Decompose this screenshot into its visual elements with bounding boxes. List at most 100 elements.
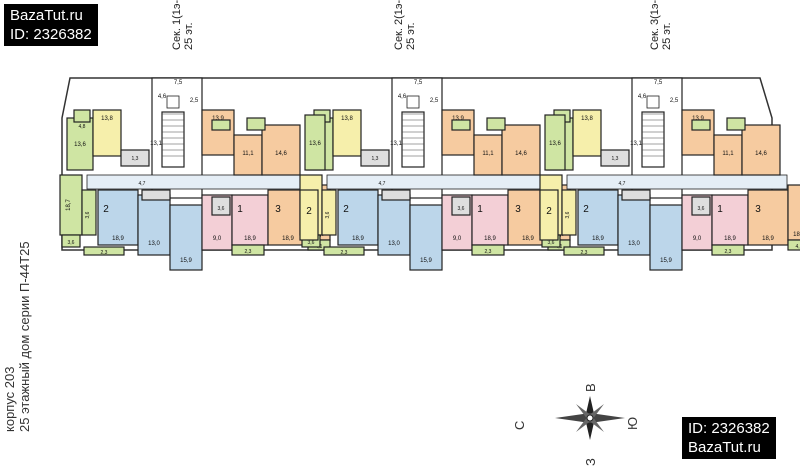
area-label: 13,8 [101, 116, 113, 122]
room [649, 204, 683, 271]
balcony [787, 239, 800, 251]
area-label: 18,9 [244, 236, 256, 242]
area-label: 18,9 [282, 236, 294, 242]
area-label: 13,0 [388, 241, 400, 247]
area-label: 2,3 [485, 249, 492, 255]
apartment-type-label: 2 [343, 204, 349, 215]
apartment-type-label: 2 [546, 206, 552, 217]
room [304, 114, 326, 171]
area-label: 15,9 [180, 258, 192, 264]
balcony [711, 244, 745, 256]
area-label: 3,6 [308, 240, 315, 246]
room [137, 194, 171, 256]
bathroom [360, 149, 390, 167]
area-label: 13,9 [692, 116, 704, 122]
room [572, 109, 602, 157]
bathroom [141, 189, 171, 201]
room [97, 189, 139, 246]
corridor [566, 174, 788, 190]
area-label: 13,0 [148, 241, 160, 247]
area-label: 18,9 [352, 236, 364, 242]
area-label: 11,1 [482, 151, 494, 157]
balcony [563, 246, 605, 256]
room [321, 189, 337, 236]
area-label: 4,6 [398, 94, 407, 100]
apartment-type-label: 3 [515, 204, 521, 215]
room [501, 124, 541, 176]
area-label: 18,9 [724, 236, 736, 242]
room [261, 124, 301, 176]
apartment-type-label: 1 [717, 204, 723, 215]
compass-south-label: Ю [625, 416, 640, 430]
area-label: 2,3 [101, 250, 108, 256]
balcony [323, 246, 365, 256]
area-label: 3,6 [548, 240, 555, 246]
area-label: 14,6 [515, 151, 527, 157]
balcony [61, 234, 81, 248]
room [299, 189, 319, 241]
area-label: 13,6 [74, 142, 86, 148]
corridor [326, 174, 548, 190]
watermark-bottom: ID: 2326382 BazaTut.ru [682, 417, 776, 459]
balcony [231, 244, 265, 256]
area-label: 15,9 [660, 258, 672, 264]
room [617, 194, 651, 256]
area-label: 4,7 [139, 181, 146, 187]
bathroom [451, 196, 471, 216]
balcony [211, 119, 231, 131]
watermark-site: BazaTut.ru [10, 7, 83, 24]
balcony [83, 246, 125, 256]
area-label: 13,1 [630, 141, 642, 147]
elevator-cabin [406, 95, 420, 109]
bathroom [600, 149, 630, 167]
area-label: 3,6 [325, 211, 331, 218]
watermark-id: ID: 2326382 [688, 420, 770, 437]
building-caption: корпус 203 25 этажный дом серии П-44Т25 [2, 241, 32, 432]
apartment-type-label: 1 [477, 204, 483, 215]
area-label: 18,9 [484, 236, 496, 242]
area-label: 15,9 [420, 258, 432, 264]
area-label: 9,0 [213, 236, 222, 242]
area-label: 2,3 [581, 250, 588, 256]
area-label: 4,8 [79, 124, 86, 130]
building-number: корпус 203 [2, 366, 17, 433]
watermark-site: BazaTut.ru [688, 439, 761, 456]
area-label: 3,6 [85, 211, 91, 218]
corridor [86, 174, 308, 190]
bathroom [211, 196, 231, 216]
room [741, 124, 781, 176]
room [169, 204, 203, 271]
section-floors: 25 эт. [405, 22, 417, 50]
room [441, 109, 475, 156]
area-label: 3,6 [565, 211, 571, 218]
area-label: 7,5 [654, 80, 663, 86]
section-label-2: Сек. 2(1э-1) 25 эт. [393, 0, 417, 50]
section-label-3: Сек. 3(1э-3у) 25 эт. [649, 0, 673, 50]
area-label: 2,3 [341, 250, 348, 256]
area-label: 13,1 [150, 141, 162, 147]
room [92, 109, 122, 157]
room [473, 134, 503, 176]
bathroom [691, 196, 711, 216]
area-label: 1,3 [132, 156, 139, 162]
room [681, 109, 715, 156]
area-label: 4,6 [638, 94, 647, 100]
balcony [486, 117, 506, 131]
compass-west-label: З [583, 458, 598, 466]
compass-center [586, 414, 594, 422]
apartment-type-label: 2 [103, 204, 109, 215]
compass-north-label: С [512, 420, 527, 430]
area-label: 18,9 [592, 236, 604, 242]
elevator-cabin [166, 95, 180, 109]
area-label: 2,3 [725, 249, 732, 255]
area-label: 18,9 [762, 236, 774, 242]
area-label: 3,6 [68, 240, 75, 246]
area-label: 13,9 [452, 116, 464, 122]
building-outline [61, 77, 773, 251]
balcony [73, 109, 91, 123]
elevator-cabin [646, 95, 660, 109]
apartment-type-label: 3 [755, 204, 761, 215]
area-label: 13,8 [341, 116, 353, 122]
section-floors: 25 эт. [661, 22, 673, 50]
